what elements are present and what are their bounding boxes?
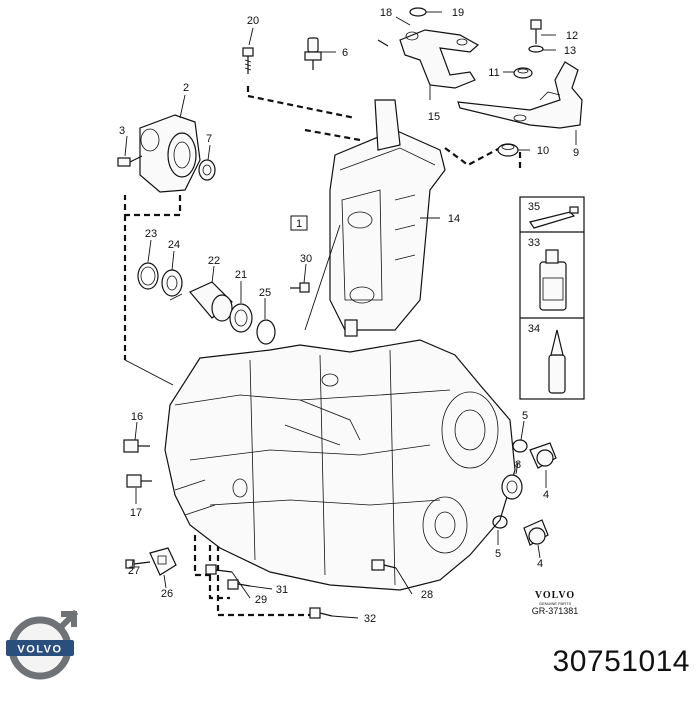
logo-wordmark: VOLVO	[17, 644, 62, 656]
bolt-29	[205, 564, 233, 575]
seal-24	[161, 269, 183, 297]
callout-23: 23	[145, 228, 157, 240]
callout-12: 12	[566, 30, 578, 42]
seal-7	[198, 159, 216, 181]
callout-7: 7	[206, 133, 212, 145]
callout-27: 27	[128, 565, 140, 577]
callout-17: 17	[130, 507, 142, 519]
bush-11	[513, 67, 533, 79]
consumables-panel	[519, 196, 585, 400]
dashed-group-line-bottom-left	[193, 535, 310, 617]
callout-6: 6	[342, 47, 348, 59]
callout-29: 29	[255, 594, 267, 606]
callout-10: 10	[537, 145, 549, 157]
seal-23	[137, 262, 159, 290]
callout-4-lower: 4	[537, 558, 543, 570]
leader-lines	[124, 11, 577, 619]
selector-bracket-15	[399, 29, 480, 89]
callout-35: 35	[528, 201, 540, 213]
callout-20: 20	[247, 15, 259, 27]
reference-box	[290, 215, 308, 231]
plug-4a	[529, 442, 557, 469]
brand-name: VOLVO	[534, 590, 576, 601]
bolt-32	[309, 607, 333, 619]
switch-26	[149, 547, 177, 576]
seal-8	[501, 474, 523, 500]
o-ring-5a	[512, 439, 528, 453]
callout-3: 3	[119, 125, 125, 137]
callout-labels: 20 18 19 12 13 6 11 2 3 7 15 9 10 1 14 3…	[119, 7, 579, 625]
callout-21: 21	[235, 269, 247, 281]
bolt-20	[242, 47, 254, 74]
oil-bottle-33	[539, 249, 567, 311]
callout-33: 33	[528, 237, 540, 249]
transmission-case	[164, 339, 516, 591]
bolt-27	[125, 559, 151, 569]
callout-9: 9	[573, 147, 579, 159]
slave-cylinder-2	[139, 114, 201, 193]
dashed-group-line-left	[123, 195, 182, 360]
callout-1: 1	[296, 218, 302, 230]
seal-21	[229, 303, 253, 333]
callout-14: 14	[448, 213, 460, 225]
volvo-logo-icon: VOLVO	[4, 606, 84, 691]
shift-housing-14	[329, 99, 446, 337]
sleeve-22	[189, 281, 233, 322]
callout-11: 11	[488, 67, 499, 79]
bolt-12	[530, 19, 542, 44]
callout-13: 13	[564, 45, 576, 57]
callout-8: 8	[515, 459, 521, 471]
callout-22: 22	[208, 255, 220, 267]
sealant-tube-35	[529, 206, 579, 229]
o-ring-5b	[492, 515, 508, 529]
dashed-group-line-right	[444, 147, 522, 172]
washer-13	[528, 45, 544, 53]
callout-15: 15	[428, 111, 440, 123]
callout-34: 34	[528, 323, 540, 335]
callout-28: 28	[421, 589, 433, 601]
callout-4-upper: 4	[543, 489, 549, 501]
ring-19	[409, 7, 427, 17]
bush-10	[497, 143, 519, 157]
bolt-28	[371, 559, 397, 571]
callout-25: 25	[259, 287, 271, 299]
callout-26: 26	[161, 588, 173, 600]
plug-4b	[523, 519, 549, 546]
callout-24: 24	[168, 239, 180, 251]
part-number: 30751014	[552, 645, 690, 678]
callout-5-upper: 5	[522, 410, 528, 422]
shift-lever-9	[457, 61, 583, 129]
bolt-30	[290, 282, 310, 293]
sensor-16	[123, 439, 150, 453]
diagram-reference: GR-371381	[531, 606, 579, 616]
pin-18	[377, 39, 389, 47]
callout-31: 31	[276, 584, 288, 596]
sensor-17	[126, 474, 152, 488]
sensor-6	[304, 37, 322, 70]
callout-5-lower: 5	[495, 548, 501, 560]
diagram-brand-block: VOLVO GENUINE PARTS GR-371381	[510, 590, 600, 616]
callout-16: 16	[131, 411, 143, 423]
callout-18: 18	[380, 7, 392, 19]
dashed-group-line-top	[246, 86, 361, 142]
o-ring-25	[256, 319, 276, 345]
callout-32: 32	[364, 613, 376, 625]
bleeder-3	[117, 155, 143, 167]
callout-30: 30	[300, 253, 312, 265]
adhesive-bottle-34	[548, 329, 566, 394]
brand-subtitle: GENUINE PARTS	[538, 601, 572, 606]
callout-19: 19	[452, 7, 464, 19]
callout-2: 2	[183, 82, 189, 94]
